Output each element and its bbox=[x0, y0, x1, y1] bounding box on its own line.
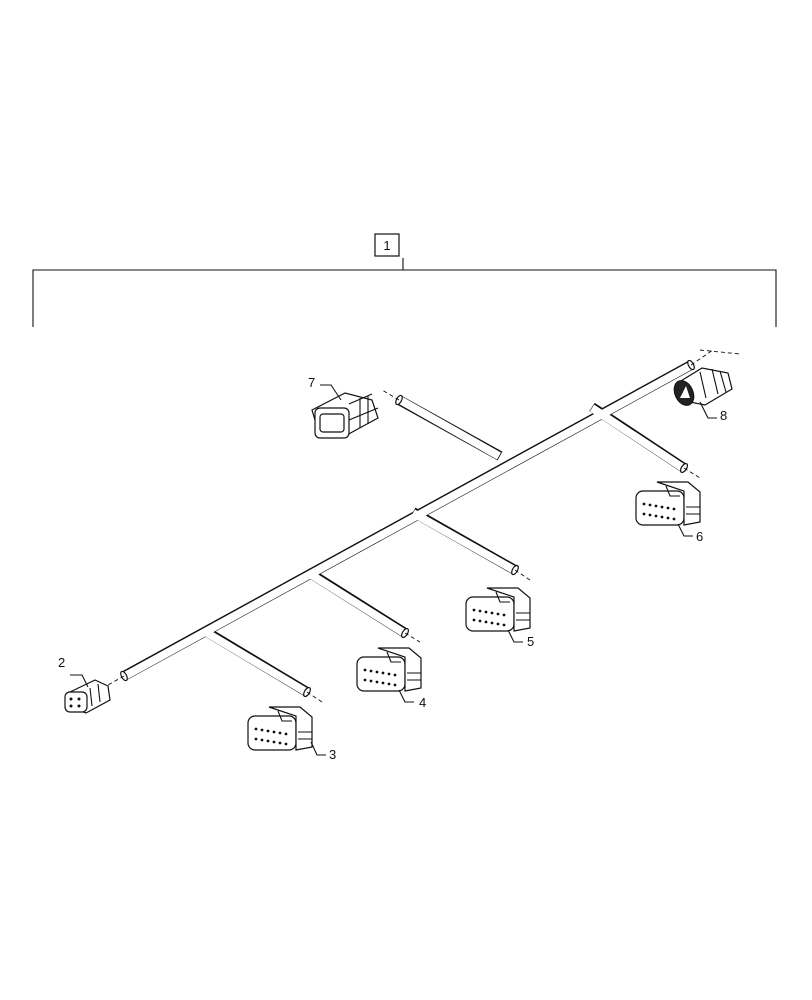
connector-5: 5 bbox=[465, 587, 534, 649]
callout-label-6: 6 bbox=[696, 529, 703, 544]
connector-8: 8 bbox=[673, 367, 733, 423]
connection-dash-lines bbox=[107, 349, 741, 703]
assembly-bracket: 1 bbox=[32, 233, 777, 327]
connector-6: 6 bbox=[635, 481, 703, 544]
callout-label-3: 3 bbox=[329, 747, 336, 762]
callout-label-4: 4 bbox=[419, 695, 426, 710]
wire-harness bbox=[120, 359, 695, 698]
callout-label-1: 1 bbox=[383, 238, 390, 253]
callout-label-2: 2 bbox=[58, 655, 65, 670]
callout-label-7: 7 bbox=[308, 375, 315, 390]
connector-3: 3 bbox=[247, 706, 336, 762]
connector-4: 4 bbox=[356, 647, 426, 710]
callout-label-5: 5 bbox=[527, 634, 534, 649]
connector-7: 7 bbox=[308, 375, 379, 439]
callout-label-8: 8 bbox=[720, 408, 727, 423]
connector-2: 2 bbox=[58, 655, 111, 714]
